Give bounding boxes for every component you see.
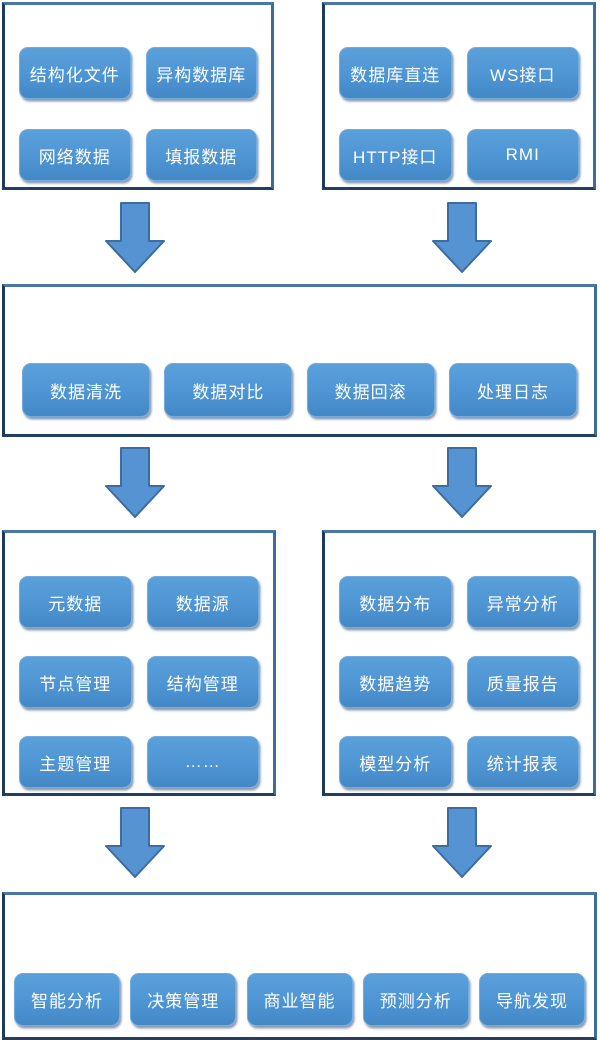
node-intelligent-analysis: 智能分析 (14, 973, 120, 1026)
node-data-cleaning: 数据清洗 (22, 363, 150, 417)
down-arrow-icon (432, 807, 492, 878)
node-grid: 结构化文件 异构数据库 网络数据 填报数据 (5, 5, 271, 187)
node-data-trend: 数据趋势 (339, 656, 452, 708)
node-statistical-report: 统计报表 (466, 736, 579, 788)
node-navigation-discovery: 导航发现 (479, 973, 585, 1026)
node-more-ellipsis: …… (146, 736, 259, 788)
node-grid: 数据分布 异常分析 数据趋势 质量报告 模型分析 统计报表 (325, 533, 593, 793)
node-process-log: 处理日志 (448, 363, 577, 417)
node-db-direct-connect: 数据库直连 (339, 47, 452, 99)
node-model-analysis: 模型分析 (339, 736, 452, 788)
node-rmi: RMI (466, 129, 579, 181)
down-arrow-icon (432, 447, 492, 518)
node-quality-report: 质量报告 (466, 656, 579, 708)
panel-data-management: 元数据 数据源 节点管理 结构管理 主题管理 …… (2, 530, 276, 796)
panel-data-analysis: 数据分布 异常分析 数据趋势 质量报告 模型分析 统计报表 (322, 530, 596, 796)
node-row: 数据清洗 数据对比 数据回滚 处理日志 (5, 287, 594, 434)
panel-data-interfaces: 数据库直连 WS接口 HTTP接口 RMI (322, 2, 596, 190)
node-structure-management: 结构管理 (146, 656, 259, 708)
node-http-interface: HTTP接口 (339, 129, 452, 181)
node-row: 智能分析 决策管理 商业智能 预测分析 导航发现 (5, 895, 594, 1037)
node-heterogeneous-db: 异构数据库 (145, 47, 257, 99)
node-data-rollback: 数据回滚 (306, 363, 435, 417)
down-arrow-icon (105, 807, 165, 878)
node-decision-management: 决策管理 (130, 973, 237, 1026)
down-arrow-icon (105, 202, 165, 273)
panel-applications: 智能分析 决策管理 商业智能 预测分析 导航发现 (2, 892, 597, 1040)
node-data-distribution: 数据分布 (339, 576, 452, 628)
node-structured-files: 结构化文件 (19, 47, 131, 99)
panel-data-processing: 数据清洗 数据对比 数据回滚 处理日志 (2, 284, 597, 437)
node-anomaly-analysis: 异常分析 (466, 576, 579, 628)
node-report-data: 填报数据 (145, 129, 257, 181)
node-web-data: 网络数据 (19, 129, 131, 181)
panel-data-sources: 结构化文件 异构数据库 网络数据 填报数据 (2, 2, 274, 190)
node-business-intelligence: 商业智能 (246, 973, 353, 1026)
node-predictive-analysis: 预测分析 (362, 973, 469, 1026)
node-node-management: 节点管理 (19, 656, 132, 708)
node-grid: 数据库直连 WS接口 HTTP接口 RMI (325, 5, 593, 187)
down-arrow-icon (432, 202, 492, 273)
node-metadata: 元数据 (19, 576, 132, 628)
node-grid: 元数据 数据源 节点管理 结构管理 主题管理 …… (5, 533, 273, 793)
node-data-compare: 数据对比 (164, 363, 293, 417)
node-ws-interface: WS接口 (466, 47, 579, 99)
node-data-source: 数据源 (146, 576, 259, 628)
node-topic-management: 主题管理 (19, 736, 132, 788)
down-arrow-icon (105, 447, 165, 518)
